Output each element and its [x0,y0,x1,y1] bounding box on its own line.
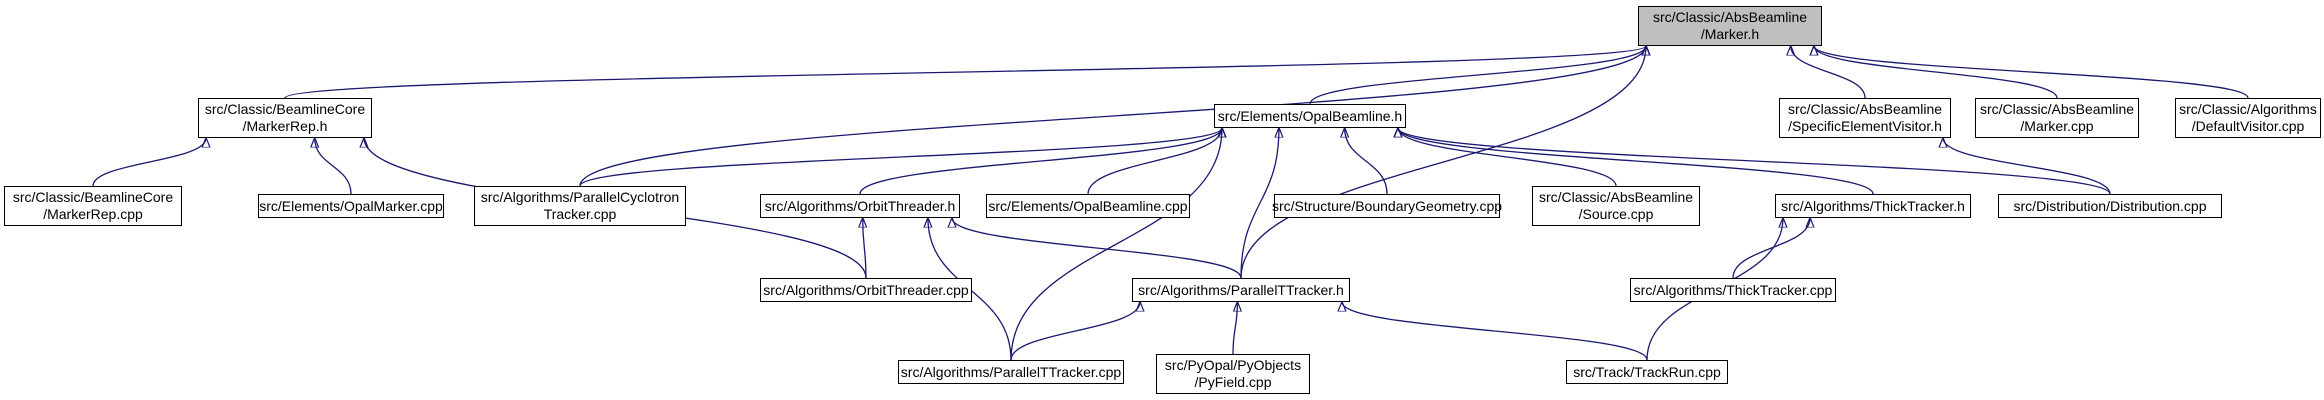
edge-orbit_threader_cpp-to-orbit_threader_h [863,218,866,279]
edge-parallel_tt_h-to-opal_beamline_h [1240,128,1279,279]
node-label-line: src/Algorithms/ThickTracker.cpp [1633,281,1833,298]
node-label-line: src/Algorithms/OrbitThreader.cpp [763,281,969,298]
node-label-line: src/Distribution/Distribution.cpp [2013,197,2207,214]
node-label-line: src/Classic/Algorithms [2179,101,2317,117]
node-label-line: /Marker.h [1700,26,1760,42]
edge-pyfield_cpp-to-parallel_tt_h [1232,302,1237,355]
node-thick-tracker-cpp[interactable]: src/Algorithms/ThickTracker.cpp [1630,278,1836,302]
node-label-line: src/PyOpal/PyObjects [1164,357,1302,373]
edge-specific_visitor_h-to-marker_h [1791,46,1866,99]
node-label-line: src/Classic/AbsBeamline [1538,189,1694,205]
node-pyfield-cpp[interactable]: src/PyOpal/PyObjects/PyField.cpp [1156,354,1310,394]
edge-parallel_tt_h-to-marker_h [1240,46,1646,279]
edge-source_cpp-to-opal_beamline_h [1398,128,1617,187]
edge-marker_cpp-to-marker_h [1814,46,2058,99]
edge-opal_marker_cpp-to-marker_rep_h [315,138,352,195]
node-label-line: src/Elements/OpalMarker.cpp [259,197,443,214]
node-distribution-cpp[interactable]: src/Distribution/Distribution.cpp [1998,194,2222,218]
edge-distribution_cpp-to-specific_visitor_h [1943,138,2111,195]
edge-marker_rep_h-to-marker_h [284,46,1646,99]
node-label-line: src/Algorithms/ParallelCyclotron [480,189,680,205]
edge-distribution_cpp-to-opal_beamline_h [1398,128,2111,195]
node-default-visitor-cpp[interactable]: src/Classic/Algorithms/DefaultVisitor.cp… [2175,98,2321,138]
node-label-line: src/Track/TrackRun.cpp [1573,363,1721,380]
edge-boundary_geometry-to-opal_beamline_h [1345,128,1388,195]
node-marker-rep-h[interactable]: src/Classic/BeamlineCore/MarkerRep.h [198,98,372,138]
edge-parallel_tt_cpp-to-opal_beamline_h [1010,128,1222,361]
node-opal-beamline-h[interactable]: src/Elements/OpalBeamline.h [1214,104,1406,128]
node-label-line: src/Classic/BeamlineCore [12,189,174,205]
edge-parallel_cyclotron-to-opal_beamline_h [579,128,1222,187]
node-label-line: src/Algorithms/OrbitThreader.h [764,197,956,214]
node-trackrun-cpp[interactable]: src/Track/TrackRun.cpp [1566,360,1728,384]
node-label-line: src/Algorithms/ThickTracker.h [1781,197,1965,214]
edge-parallel_tt_h-to-orbit_threader_h [952,218,1242,279]
edge-orbit_threader_h-to-opal_beamline_h [859,128,1222,195]
node-label-line: Tracker.cpp [543,206,617,222]
node-specific-element-visitor-h[interactable]: src/Classic/AbsBeamline/SpecificElementV… [1779,98,1951,138]
node-label-line: src/Elements/OpalBeamline.h [1217,107,1403,124]
edge-parallel_cyclotron-to-marker_h [579,46,1646,187]
node-source-cpp[interactable]: src/Classic/AbsBeamline/Source.cpp [1532,186,1700,226]
node-thick-tracker-h[interactable]: src/Algorithms/ThickTracker.h [1775,194,1971,218]
node-label-line: src/Classic/BeamlineCore [204,101,366,117]
node-orbit-threader-cpp[interactable]: src/Algorithms/OrbitThreader.cpp [760,278,972,302]
node-parallel-ttracker-cpp[interactable]: src/Algorithms/ParallelTTracker.cpp [898,360,1124,384]
edge-default_visitor_cpp-to-marker_h [1814,46,2249,99]
edge-opal_beamline_cpp-to-opal_beamline_h [1087,128,1222,195]
node-boundary-geometry-cpp[interactable]: src/Structure/BoundaryGeometry.cpp [1271,194,1503,218]
node-marker-rep-cpp[interactable]: src/Classic/BeamlineCore/MarkerRep.cpp [4,186,182,226]
node-label-line: /Source.cpp [1578,206,1654,222]
node-label-line: src/Algorithms/ParallelTTracker.h [1138,281,1344,298]
edge-thick_tracker_cpp-to-thick_tracker_h [1732,218,1810,279]
node-opal-beamline-cpp[interactable]: src/Elements/OpalBeamline.cpp [986,194,1190,218]
node-label-line: src/Elements/OpalBeamline.cpp [988,197,1188,214]
node-marker-h: src/Classic/AbsBeamline/Marker.h [1638,6,1822,46]
node-label-line: src/Classic/AbsBeamline [1652,9,1808,25]
node-marker-cpp[interactable]: src/Classic/AbsBeamline/Marker.cpp [1975,98,2139,138]
edge-trackrun_cpp-to-parallel_tt_h [1342,302,1648,361]
node-label-line: src/Algorithms/ParallelTTracker.cpp [900,363,1122,380]
node-label-line: /MarkerRep.h [242,118,328,134]
edge-thick_tracker_h-to-opal_beamline_h [1398,128,1874,195]
node-label-line: /PyField.cpp [1194,374,1272,390]
edge-marker_rep_cpp-to-marker_rep_h [92,138,206,187]
node-opal-marker-cpp[interactable]: src/Elements/OpalMarker.cpp [258,194,444,218]
node-orbit-threader-h[interactable]: src/Algorithms/OrbitThreader.h [760,194,960,218]
edge-opal_beamline_h-to-marker_h [1309,46,1646,105]
node-parallel-ttracker-h[interactable]: src/Algorithms/ParallelTTracker.h [1132,278,1350,302]
node-label-line: src/Classic/AbsBeamline [1979,101,2135,117]
edge-parallel_tt_cpp-to-parallel_tt_h [1010,302,1140,361]
node-label-line: /SpecificElementVisitor.h [1788,118,1942,134]
node-label-line: src/Structure/BoundaryGeometry.cpp [1271,197,1503,214]
node-label-line: /MarkerRep.cpp [43,206,143,222]
node-label-line: /DefaultVisitor.cpp [2191,118,2305,134]
node-label-line: /Marker.cpp [2020,118,2094,134]
node-label-line: src/Classic/AbsBeamline [1787,101,1943,117]
